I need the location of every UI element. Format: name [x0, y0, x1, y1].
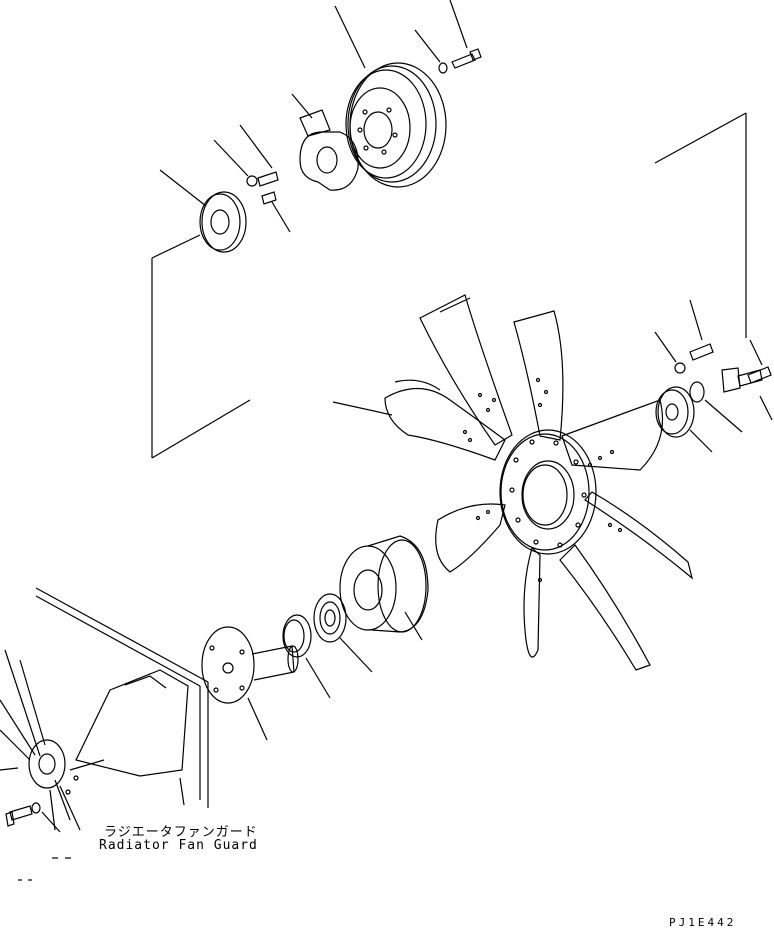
- radiator-fan-guard-label-en: Radiator Fan Guard: [99, 838, 258, 853]
- adapter-plate: [292, 94, 358, 190]
- leader-marks: [18, 858, 71, 880]
- spacer: [160, 170, 246, 252]
- group-bracket-left: [152, 235, 250, 458]
- fan: [333, 295, 692, 670]
- washer-right: [655, 332, 685, 373]
- pin-right: [690, 382, 742, 432]
- nut: [214, 140, 257, 186]
- bolt-bottom-left: [6, 803, 60, 832]
- pulley-washer: [415, 30, 447, 73]
- bolt-small: [240, 125, 278, 186]
- spacer-right: [656, 387, 712, 452]
- bolt-right: [690, 300, 713, 360]
- pulley: [335, 6, 446, 187]
- bolt-far-right: [748, 367, 772, 420]
- snap-ring: [283, 615, 330, 698]
- grease-fitting: [262, 192, 290, 232]
- bearing-housing: [340, 536, 428, 640]
- radiator-fan-guard-label-jp: ラジエータファンガード: [104, 825, 258, 840]
- group-bracket-right: [655, 113, 746, 338]
- bearing: [314, 594, 372, 672]
- drawing-code: PJ1E442: [669, 916, 737, 929]
- lock-plate: [722, 340, 762, 392]
- fan-shaft: [202, 627, 298, 740]
- radiator-fan-guard: [0, 588, 208, 830]
- pulley-bolt: [450, 0, 481, 68]
